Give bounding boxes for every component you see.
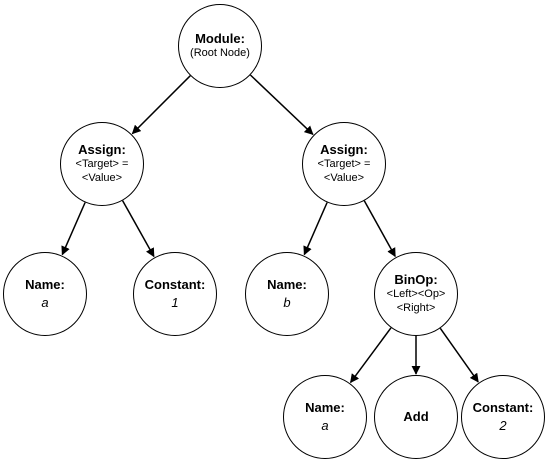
edge-assign_2-to-binop	[363, 200, 396, 258]
edge-group	[61, 74, 479, 384]
node-assign-1-desc-line1: <Target> =	[75, 158, 129, 171]
node-name-a-2-value: a	[321, 418, 329, 433]
node-assign-1-title: Assign:	[78, 142, 126, 158]
edge-binop-to-name_a2	[349, 327, 392, 384]
node-constant-2: Constant: 2	[461, 375, 545, 459]
node-assign-2-desc-line2: <Value>	[323, 172, 365, 185]
node-module-title: Module:	[195, 31, 245, 46]
node-binop-desc-line2: <Right>	[396, 302, 436, 315]
node-add: Add	[374, 375, 458, 459]
edge-assign_1-to-const_1	[121, 200, 155, 258]
node-assign-2: Assign: <Target> = <Value>	[302, 122, 386, 206]
node-constant-1-title: Constant:	[144, 276, 206, 292]
node-name-a-1: Name: a	[3, 252, 87, 336]
node-name-a-1-title: Name:	[25, 276, 65, 292]
node-module-desc: (Root Node)	[190, 47, 250, 60]
node-constant-1: Constant: 1	[133, 252, 217, 336]
node-name-b: Name: b	[245, 252, 329, 336]
edge-module-to-assign_2	[249, 74, 314, 136]
node-name-a-2-title: Name:	[305, 399, 345, 415]
edge-assign_2-to-name_b	[303, 202, 328, 256]
node-name-b-value: b	[283, 295, 291, 310]
node-name-a-2: Name: a	[283, 375, 367, 459]
node-constant-2-value: 2	[499, 418, 507, 433]
node-assign-1: Assign: <Target> = <Value>	[60, 122, 144, 206]
node-assign-1-desc-line2: <Value>	[81, 172, 123, 185]
node-constant-1-value: 1	[171, 295, 179, 310]
node-assign-2-desc-line1: <Target> =	[317, 158, 371, 171]
edge-assign_1-to-name_a1	[61, 202, 86, 256]
node-binop: BinOp: <Left><Op> <Right>	[374, 252, 458, 336]
node-assign-2-title: Assign:	[320, 142, 368, 158]
node-name-b-title: Name:	[267, 276, 307, 292]
node-constant-2-title: Constant:	[472, 399, 534, 415]
edge-module-to-assign_1	[131, 75, 191, 135]
node-add-title: Add	[403, 408, 429, 424]
node-binop-title: BinOp:	[394, 272, 438, 288]
node-module: Module: (Root Node)	[178, 4, 262, 88]
node-binop-desc-line1: <Left><Op>	[386, 288, 446, 301]
node-name-a-1-value: a	[41, 295, 49, 310]
edge-binop-to-const_2	[439, 327, 479, 383]
